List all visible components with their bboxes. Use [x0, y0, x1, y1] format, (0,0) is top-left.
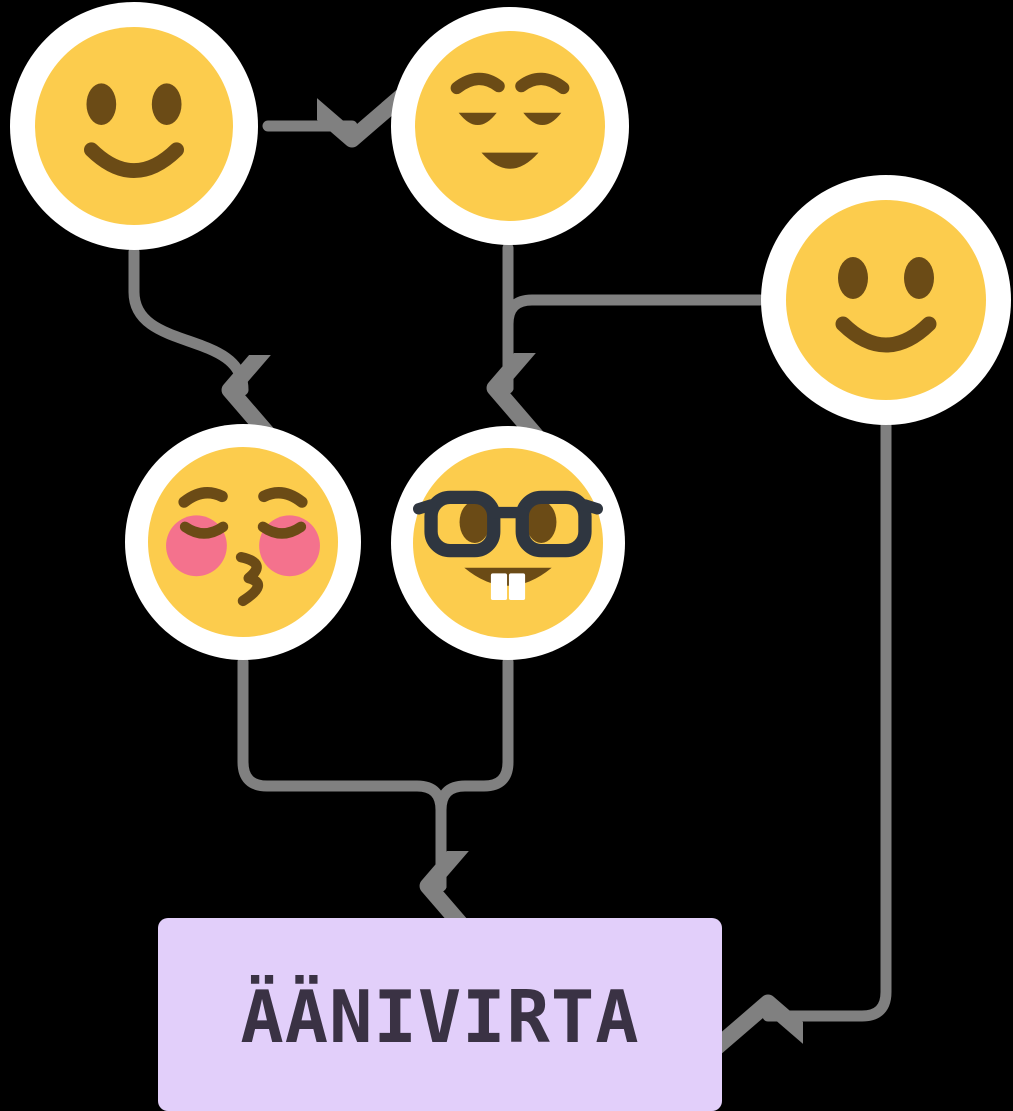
- node-kissing-face-bottom-left[interactable]: [125, 424, 361, 660]
- node-slightly-smiling-face-top-left[interactable]: [10, 2, 258, 250]
- node-nerd-face-bottom-middle[interactable]: [391, 426, 625, 660]
- edge-top-left-to-kissing-face: [128, 246, 243, 390]
- edge-layer: [128, 126, 892, 1016]
- edge-kissing-face-to-label: [237, 656, 447, 892]
- node-relieved-face-top-middle[interactable]: [391, 7, 629, 245]
- label-box-text: ÄÄNIVIRTA: [240, 975, 639, 1059]
- edge-top-right-to-label: [768, 420, 892, 1016]
- edge-top-right-to-nerd-face: [502, 294, 766, 394]
- edge-nerd-face-to-label: [435, 656, 514, 892]
- node-layer: [10, 2, 1011, 660]
- aanivirta-label-box[interactable]: ÄÄNIVIRTA: [158, 918, 722, 1111]
- node-slightly-smiling-face-top-right[interactable]: [761, 175, 1011, 425]
